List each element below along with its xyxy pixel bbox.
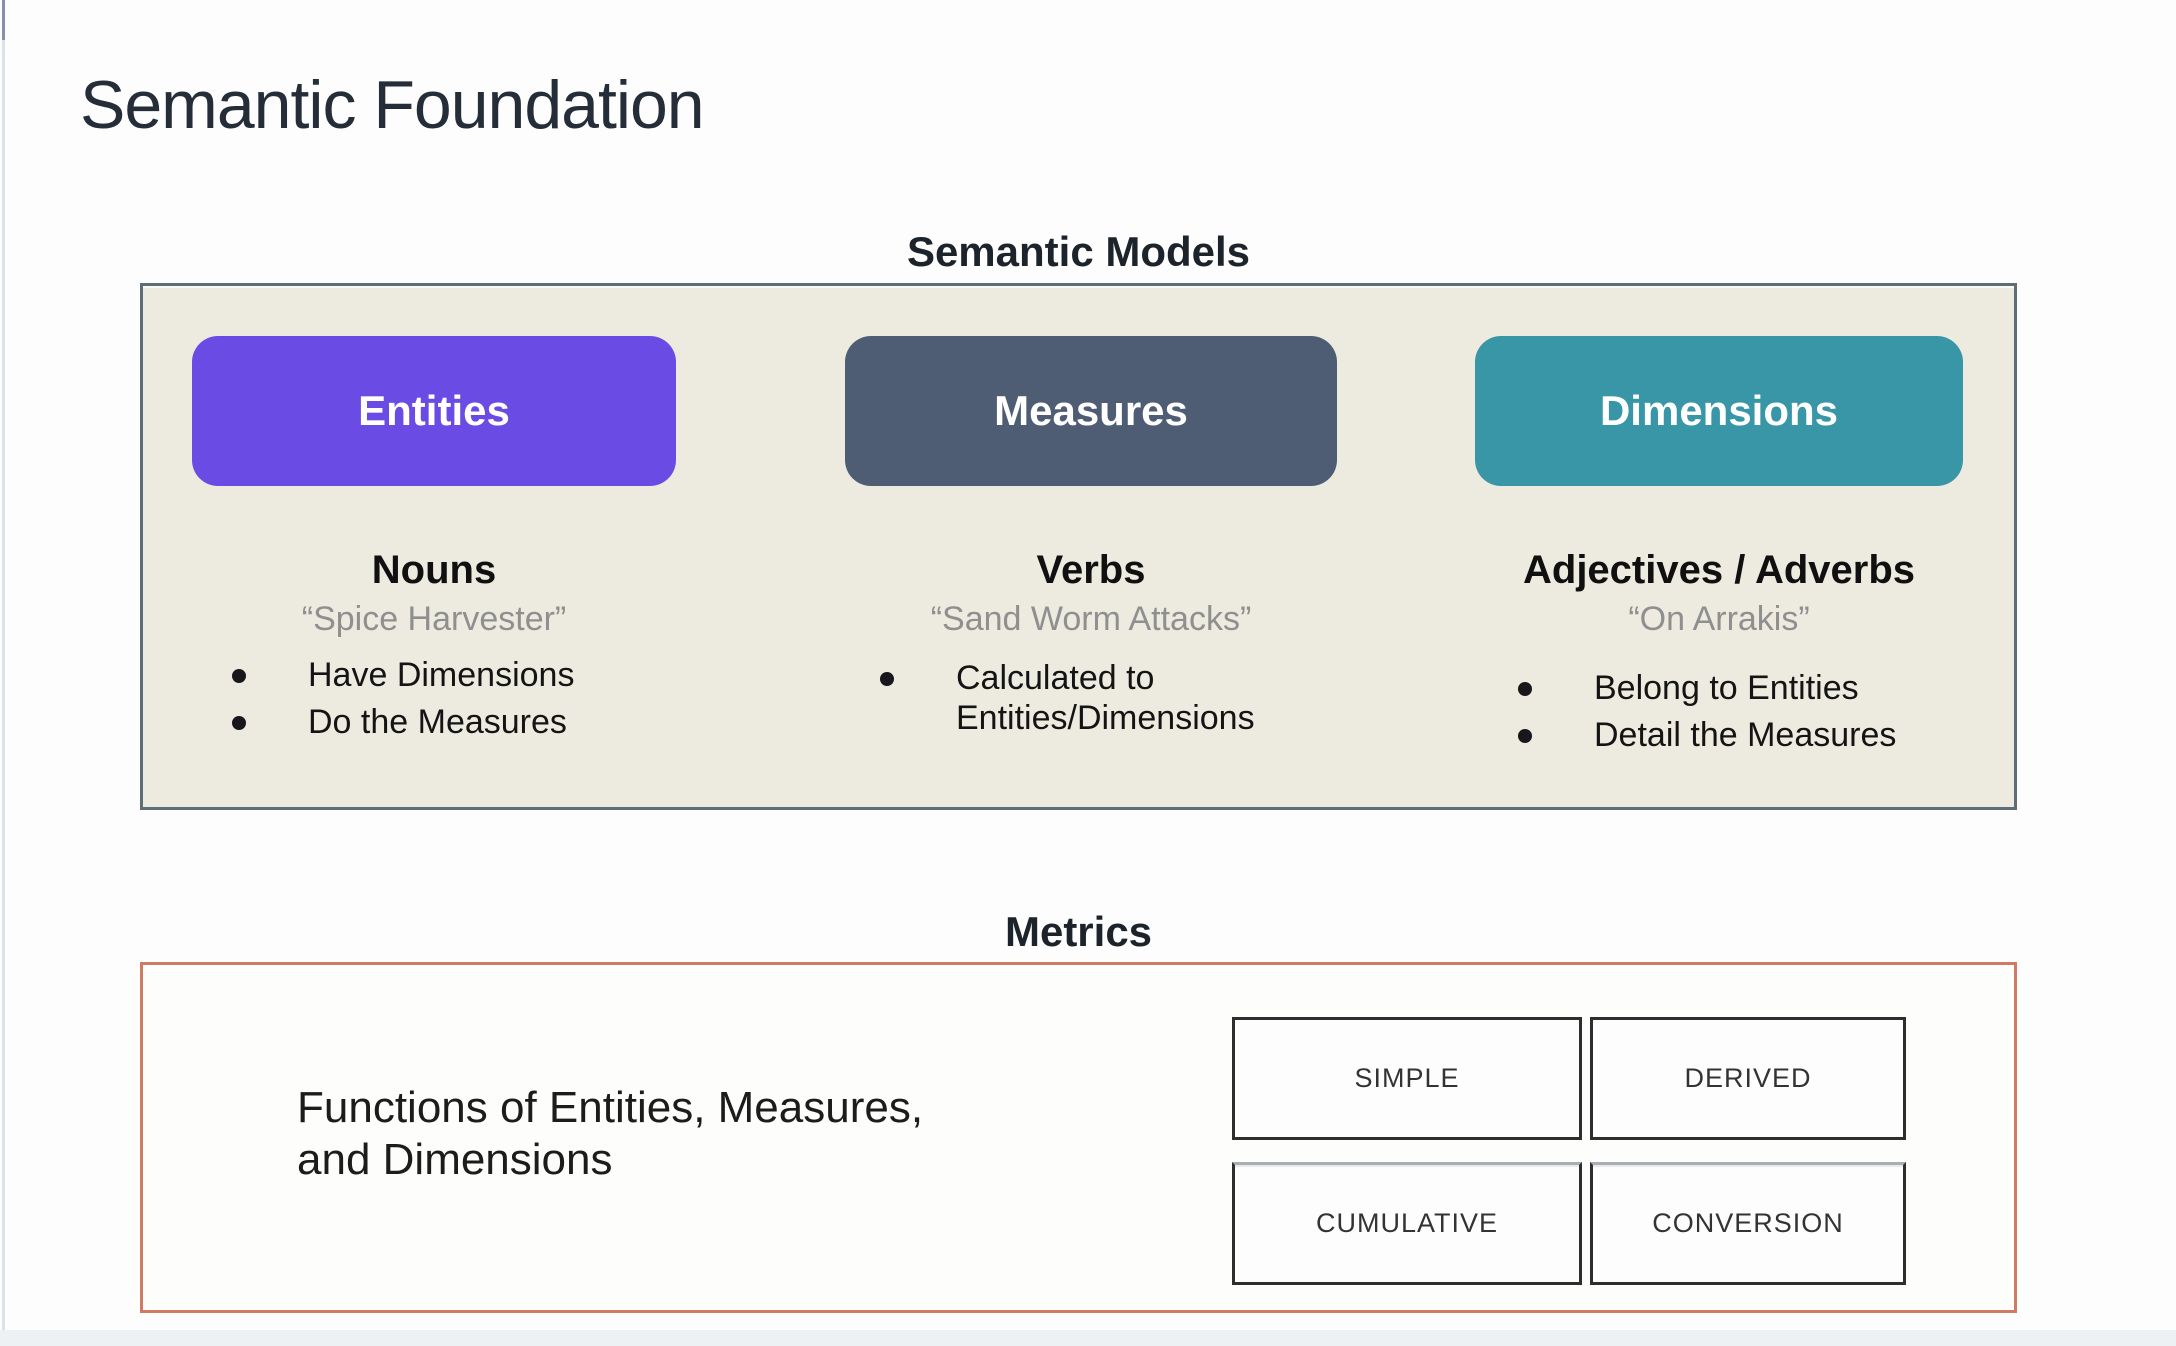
- metric-type-label: DERIVED: [1684, 1063, 1812, 1093]
- page-title: Semantic Foundation: [80, 67, 705, 143]
- metric-type-label: CUMULATIVE: [1315, 1208, 1499, 1238]
- window-left-edge: [2, 0, 5, 1346]
- measures-bullet-list: Calculated to Entities/Dimensions: [880, 658, 1286, 738]
- metric-type-label: SIMPLE: [1354, 1063, 1460, 1093]
- metrics-heading: Metrics: [1004, 908, 1153, 955]
- measures-pill-label: Measures: [994, 387, 1188, 434]
- entities-quote: “Spice Harvester”: [301, 600, 567, 638]
- list-item: Do the Measures: [232, 702, 574, 742]
- entities-pill: Entities: [192, 336, 676, 486]
- bullet-label: Calculated to Entities/Dimensions: [956, 659, 1255, 738]
- bullet-label: Detail the Measures: [1594, 716, 1897, 755]
- metric-type-conversion: CONVERSION: [1590, 1162, 1906, 1285]
- entities-pill-label: Entities: [358, 387, 510, 434]
- window-bottom-strip: [0, 1330, 2176, 1346]
- list-item: Have Dimensions: [232, 655, 574, 695]
- metric-type-cumulative: CUMULATIVE: [1232, 1162, 1582, 1285]
- list-item: Detail the Measures: [1518, 715, 1896, 755]
- semantic-models-heading: Semantic Models: [906, 228, 1251, 275]
- metric-type-derived: DERIVED: [1590, 1017, 1906, 1140]
- bullet-icon: [1518, 682, 1532, 696]
- list-item: Belong to Entities: [1518, 668, 1896, 708]
- list-item: Calculated to Entities/Dimensions: [880, 658, 1286, 738]
- metric-type-simple: SIMPLE: [1232, 1017, 1582, 1140]
- metrics-description-line2: and Dimensions: [297, 1134, 613, 1184]
- metric-type-label: CONVERSION: [1652, 1208, 1844, 1238]
- bullet-icon: [232, 716, 246, 731]
- dimensions-bullet-list: Belong to Entities Detail the Measures: [1518, 668, 1896, 755]
- entities-bullet-list: Have Dimensions Do the Measures: [232, 655, 574, 742]
- bullet-icon: [232, 669, 246, 683]
- bullet-label: Belong to Entities: [1594, 669, 1859, 707]
- entities-subtitle: Nouns: [371, 548, 497, 592]
- dimensions-pill: Dimensions: [1475, 336, 1963, 486]
- bullet-label: Do the Measures: [308, 703, 567, 742]
- bullet-icon: [1518, 729, 1532, 744]
- dimensions-subtitle: Adjectives / Adverbs: [1522, 548, 1916, 592]
- measures-pill: Measures: [845, 336, 1337, 486]
- metrics-description: Functions of Entities, Measures, and Dim…: [297, 1082, 923, 1186]
- dimensions-pill-label: Dimensions: [1599, 387, 1839, 434]
- metrics-description-line1: Functions of Entities, Measures,: [297, 1083, 924, 1132]
- dimensions-quote: “On Arrakis”: [1628, 600, 1810, 638]
- window-left-edge-top: [2, 0, 5, 40]
- bullet-icon: [880, 672, 894, 686]
- measures-subtitle: Verbs: [1036, 548, 1146, 592]
- bullet-label: Have Dimensions: [308, 656, 575, 694]
- measures-quote: “Sand Worm Attacks”: [930, 600, 1252, 638]
